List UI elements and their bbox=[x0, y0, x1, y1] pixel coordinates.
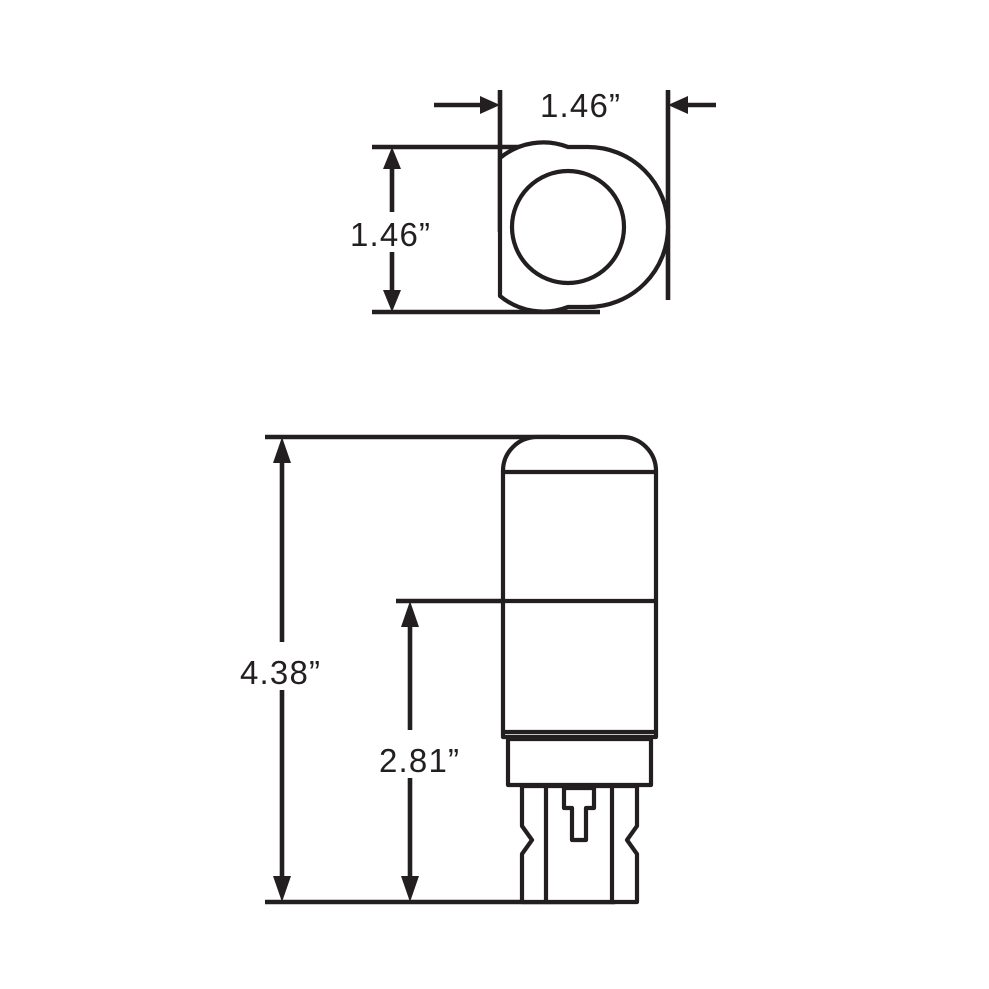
side-view-group: 4.38” 2.81” bbox=[240, 434, 659, 905]
overall-height-label: 4.38” bbox=[240, 654, 321, 691]
side-view-main-body bbox=[500, 434, 659, 740]
top-height-label: 1.46” bbox=[350, 216, 431, 253]
top-view-inner-circle bbox=[509, 168, 627, 286]
top-height-upper-arrowhead bbox=[383, 147, 401, 169]
top-width-dimension: 1.46” bbox=[434, 87, 716, 124]
top-width-label: 1.46” bbox=[540, 87, 621, 124]
top-width-left-arrowhead bbox=[480, 96, 500, 114]
body-height-dimension: 2.81” bbox=[379, 601, 460, 902]
side-view-pin-base-block bbox=[519, 783, 640, 905]
top-view-group: 1.46” 1.46” bbox=[350, 87, 716, 315]
body-height-lower-arrowhead bbox=[401, 876, 419, 902]
top-height-dimension: 1.46” bbox=[350, 147, 431, 312]
overall-height-dimension: 4.38” bbox=[240, 437, 321, 902]
overall-height-upper-arrowhead bbox=[273, 437, 291, 463]
top-view-outer-body bbox=[497, 140, 671, 314]
side-view-center-key-tab bbox=[561, 785, 597, 843]
body-height-label: 2.81” bbox=[379, 742, 460, 779]
top-height-lower-arrowhead bbox=[383, 290, 401, 312]
body-height-upper-arrowhead bbox=[401, 601, 419, 627]
top-width-right-arrowhead bbox=[668, 96, 688, 114]
side-view-base-collar bbox=[505, 736, 654, 788]
overall-height-lower-arrowhead bbox=[273, 876, 291, 902]
